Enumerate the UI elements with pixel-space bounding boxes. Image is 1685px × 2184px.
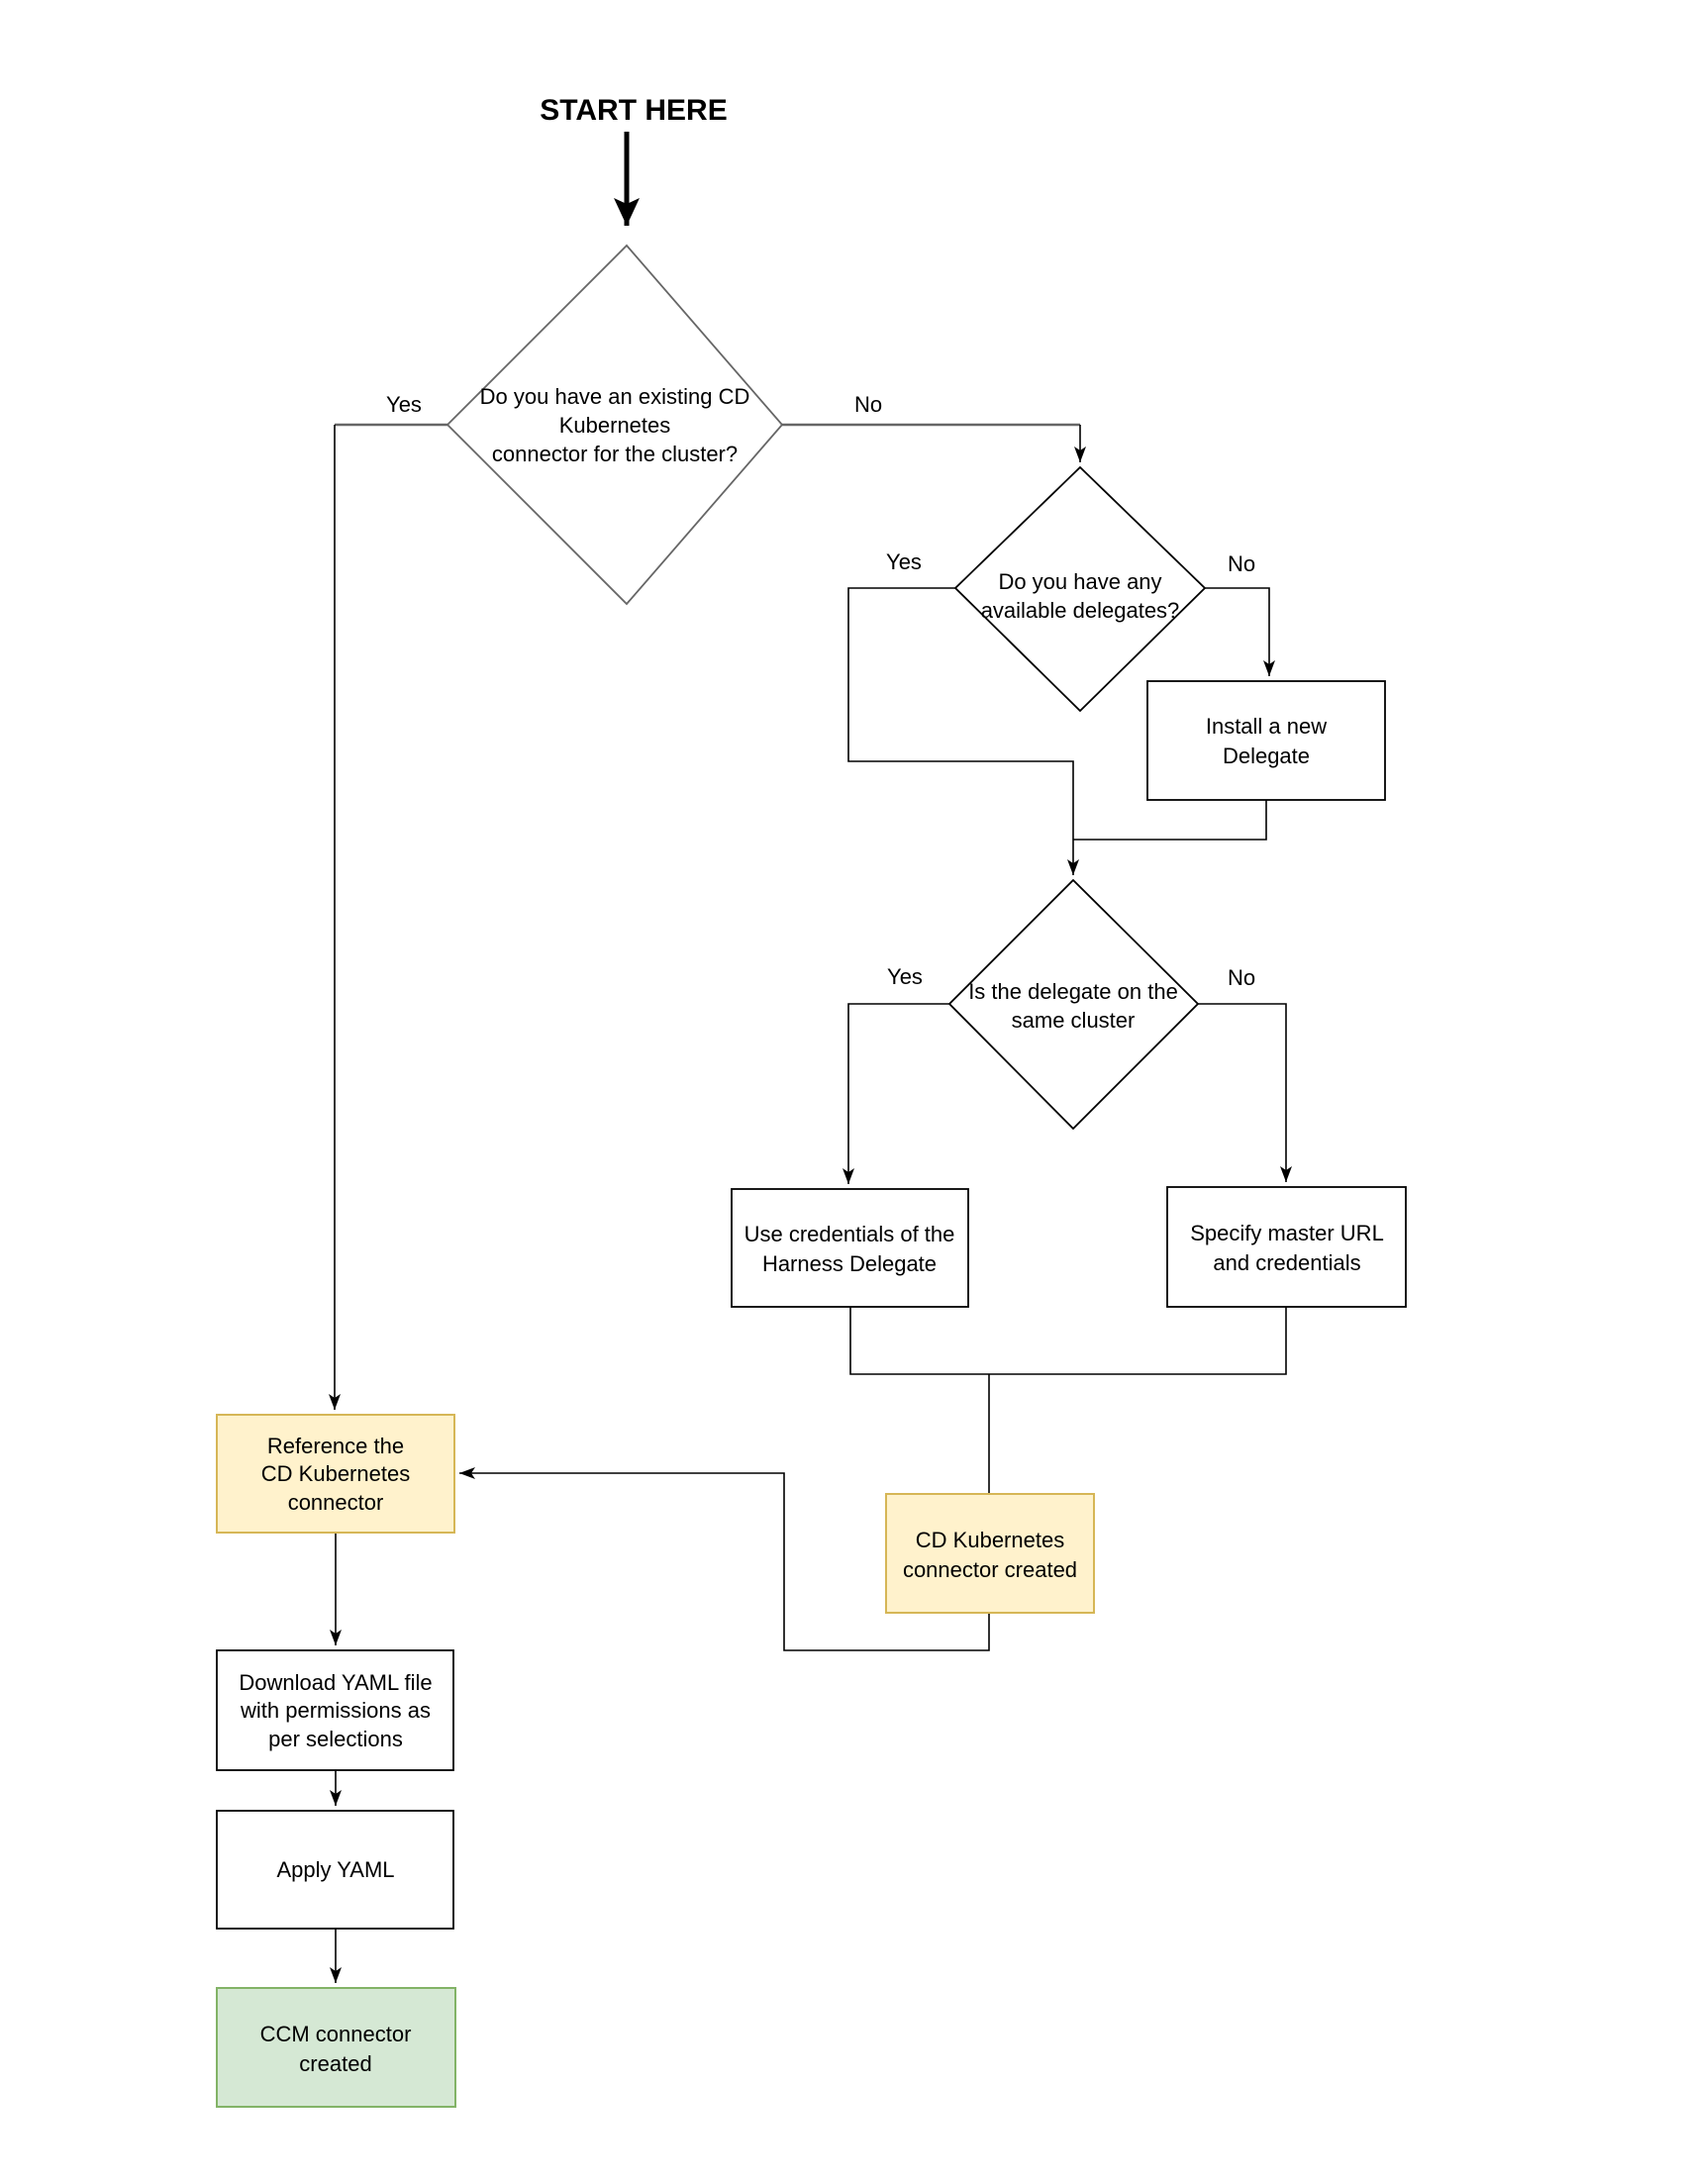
use-credentials-box [731, 1188, 969, 1308]
edge-delegates-yes-to-same-cluster [847, 587, 1079, 875]
install-delegate-text: Install a new [1206, 714, 1327, 739]
decision-same-cluster-text: Is the delegate on the [968, 979, 1178, 1004]
specify-master-text: Specify master URL [1190, 1221, 1384, 1245]
edge-cluster-no-to-specify-master [1198, 1003, 1292, 1182]
reference-connector-text: CD Kubernetes [261, 1461, 410, 1486]
decision-existing-connector-text: Kubernetes [559, 413, 671, 438]
label-cluster-yes: Yes [887, 964, 923, 989]
decision-available-delegates-diamond [953, 465, 1207, 713]
download-yaml-text: Download YAML file [239, 1670, 432, 1695]
start-here-title: START HERE [540, 94, 727, 127]
decision-existing-connector-text: Do you have an existing CD [480, 384, 750, 409]
cd-connector-created-text: connector created [903, 1557, 1077, 1582]
edge-cluster-yes-to-use-credentials [842, 1003, 949, 1184]
ccm-created-text: created [299, 2051, 371, 2076]
ccm-created-box [216, 1987, 456, 2108]
install-delegate-text: Delegate [1223, 744, 1310, 768]
label-existing-no: No [854, 392, 882, 417]
label-existing-yes: Yes [386, 392, 422, 417]
edge-delegates-no-to-install [1205, 587, 1275, 676]
label-delegates-yes: Yes [886, 549, 922, 574]
download-yaml-box [216, 1649, 454, 1771]
edge-credentials-merge [849, 1307, 1287, 1375]
specify-master-text: and credentials [1213, 1250, 1360, 1275]
edge-install-to-same-cluster [1073, 800, 1267, 841]
use-credentials-text: Harness Delegate [762, 1251, 937, 1276]
install-delegate-box [1146, 680, 1386, 801]
download-yaml-text: with permissions as [240, 1698, 431, 1723]
decision-available-delegates-text: Do you have any [998, 569, 1161, 594]
reference-connector-text: connector [288, 1490, 384, 1515]
decision-existing-connector-text: connector for the cluster? [492, 442, 738, 466]
apply-yaml-box [216, 1810, 454, 1930]
cd-connector-created-box [885, 1493, 1095, 1614]
cd-connector-created-text: CD Kubernetes [916, 1528, 1064, 1552]
reference-connector-text: Reference the [267, 1434, 404, 1458]
decision-same-cluster-text: same cluster [1012, 1008, 1136, 1033]
use-credentials-text: Use credentials of the [744, 1222, 955, 1246]
reference-connector-box [216, 1414, 455, 1534]
download-yaml-text: per selections [268, 1727, 403, 1751]
decision-same-cluster-diamond [947, 878, 1200, 1131]
apply-yaml-text: Apply YAML [276, 1857, 394, 1882]
ccm-created-text: CCM connector [260, 2022, 412, 2046]
decision-existing-connector-diamond [446, 244, 784, 606]
decision-available-delegates-text: available delegates? [981, 598, 1180, 623]
edge-created-to-reference [459, 1467, 990, 1651]
label-cluster-no: No [1228, 965, 1255, 990]
label-delegates-no: No [1228, 551, 1255, 576]
specify-master-box [1166, 1186, 1407, 1308]
